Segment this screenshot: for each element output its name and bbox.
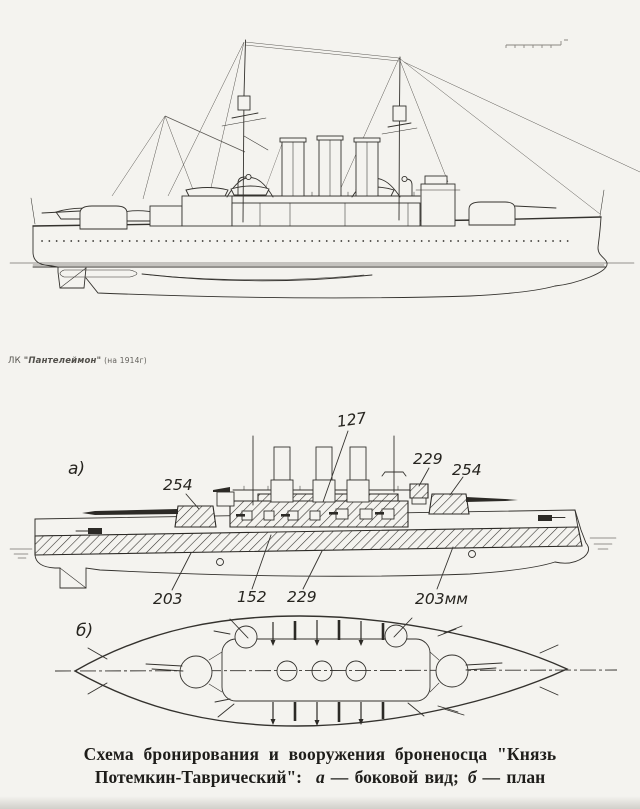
caption-key-b: б [467,767,477,788]
armor-label-conning-tower: 229 [413,450,443,468]
aft-turret [79,205,128,230]
fore-gun-barrel [466,497,518,502]
conning-tower [409,483,429,499]
figure-caption: Схема бронирования и вооружения броненос… [0,743,640,789]
armor-label-casemate: 152 [237,588,267,606]
armor-side-view: а) [9,409,617,608]
armor-plan-view: б) [54,615,618,727]
casemate-gun [281,514,290,517]
fore-gun-barrel [514,205,557,209]
profile-caption-prefix: ЛК [8,356,21,366]
small-gun [213,487,230,492]
funnels [279,135,381,197]
leader-lines [171,430,464,591]
centerline [54,669,618,672]
corner-barbettes [213,617,465,718]
plan-hull-outline [73,615,569,727]
citadel [221,638,431,702]
deck-gun [538,515,552,521]
side-battery-guns [87,620,559,726]
caption-key-a: а [315,767,325,788]
scale-bar [505,39,568,48]
profile-caption-year: (на 1914г) [104,356,147,365]
fore-mast [398,107,400,221]
ship-name: "Пантелеймон" [23,356,102,366]
side-view-fore-group [75,483,566,534]
side-view-aft-turret [82,487,235,528]
armor-label-fore-turret: 254 [452,461,482,479]
fore-turret [428,493,470,515]
boat [230,185,270,196]
fighting-top [237,95,251,111]
cowl-vent [237,176,248,197]
casemate-gun [329,512,338,515]
plan-funnels [276,660,367,682]
side-view-funnels [270,446,370,503]
fore-turret [468,201,516,226]
caption-line-2: Потемкин-Таврический": а— боковой вид; б— … [0,766,640,789]
profile-caption: ЛК "Пантелеймон" (на 1914г) [8,356,147,366]
armor-label-aft-turret: 254 [163,476,193,494]
lower-hull [9,509,617,589]
boat [185,187,229,197]
aft-turret [179,655,213,689]
cowl-vent [405,178,413,197]
casemate-gun [236,514,245,517]
main-turrets [41,201,557,230]
side-view-fore-mast [381,435,407,493]
pilot-house [424,175,448,185]
caption-ship-name: Потемкин-Таврический": [94,767,302,788]
deck-gun [88,528,102,534]
fighting-top [392,105,407,122]
aft-gun-barrel [41,210,81,214]
armor-label-battery: 127 [336,409,368,431]
armor-label-belt-bow: 203мм [415,590,468,608]
side-view-label: а) [68,459,85,479]
ship-profile-drawing [9,39,640,299]
caption-desc-b: — план [482,767,546,788]
armor-label-belt-aft: 203 [153,590,183,608]
waterline [9,262,635,268]
masts [221,39,418,223]
scan-edge-shadow [0,796,640,809]
caption-line-1: Схема бронирования и вооружения броненос… [83,744,557,764]
fore-turret [435,654,469,688]
caption-desc-a: — боковой вид; [330,767,459,788]
casemate-gun [375,512,384,515]
plan-view-label: б) [76,621,93,641]
armor-label-belt-mid: 229 [287,588,317,606]
aft-gun-barrel [82,509,178,515]
plan-turrets [145,651,503,693]
bridge [420,183,456,227]
